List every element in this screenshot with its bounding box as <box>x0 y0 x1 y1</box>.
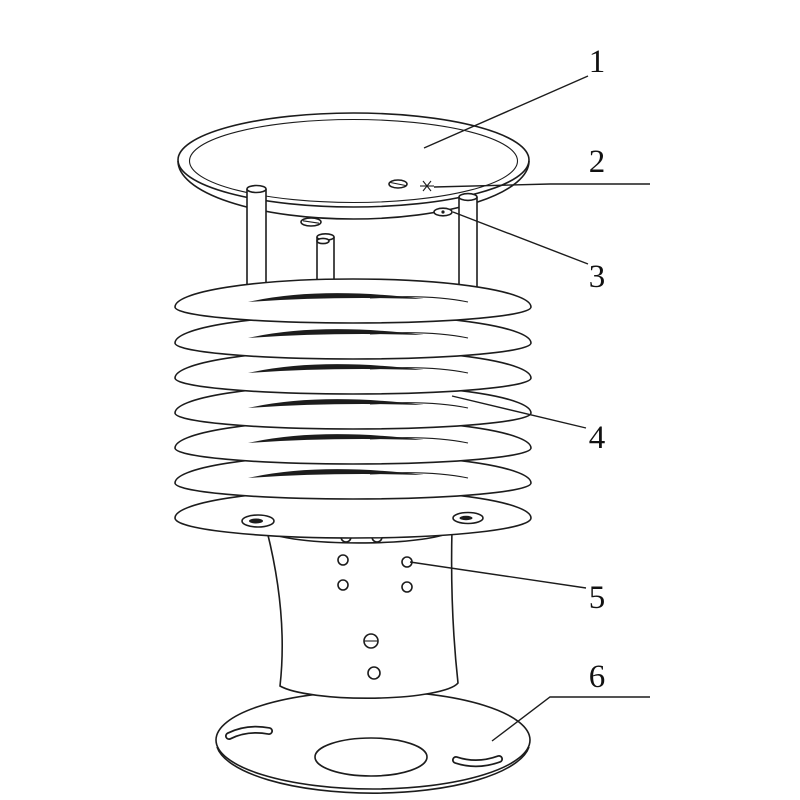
leader-4 <box>451 395 587 429</box>
callout-labels: 1 2 3 4 5 6 <box>589 44 606 695</box>
callout-2-label: 2 <box>589 144 606 180</box>
louver-gap-line <box>369 367 469 374</box>
cone-outline <box>265 528 459 699</box>
louver-gap-line <box>369 437 469 444</box>
post-body <box>459 197 477 293</box>
base-slot-right-inner <box>453 756 502 766</box>
cap-small-hole <box>316 237 330 245</box>
flange-slot-left-hole <box>249 518 263 524</box>
louver-plate <box>174 314 532 360</box>
louver-gap <box>248 434 424 443</box>
cap-sensor-mark <box>420 180 434 192</box>
callout-3-label: 3 <box>589 259 606 295</box>
cap-inner-rim <box>188 118 519 204</box>
louver-gap <box>248 329 424 338</box>
cap-top-surface <box>177 112 530 208</box>
top-cap <box>177 112 530 220</box>
vent-hole <box>401 581 413 593</box>
cap-screw-center <box>441 210 445 214</box>
base-plate <box>215 690 531 794</box>
leader-2 <box>433 183 650 188</box>
cap-fittings <box>300 179 453 245</box>
cap-screw-slot <box>302 220 320 224</box>
post-left <box>246 184 267 296</box>
louver-plate <box>174 349 532 395</box>
louver-plate <box>174 278 532 324</box>
cap-screw-slot <box>390 181 406 187</box>
post-right <box>458 192 478 293</box>
leader-1 <box>423 75 589 149</box>
leader-5 <box>409 561 587 589</box>
callout-1-label: 1 <box>589 44 606 80</box>
louver-gap-line <box>369 332 469 339</box>
louver-gap-line <box>369 296 469 303</box>
vent-hole <box>337 554 349 566</box>
louver-gap <box>248 293 424 302</box>
cone-body <box>265 528 459 699</box>
louver-plate <box>174 384 532 430</box>
post-top <box>458 192 478 202</box>
callout-5-label: 5 <box>589 580 606 616</box>
leader-3 <box>452 211 589 265</box>
callout-6-label: 6 <box>589 659 606 695</box>
louver-gap-line <box>369 472 469 479</box>
louver-gap <box>248 469 424 478</box>
louver-gap <box>248 399 424 408</box>
leader-lines <box>409 75 650 742</box>
vent-hole <box>337 579 349 591</box>
base-plate-rim <box>216 746 530 794</box>
louver-stack <box>174 278 532 539</box>
base-slot-left-inner <box>226 727 272 739</box>
base-center-hole <box>314 737 428 777</box>
flange-slot-right-hole <box>459 515 473 521</box>
cap-underside <box>177 160 530 220</box>
louver-gap-line <box>369 402 469 409</box>
post-body <box>247 189 266 296</box>
post-top <box>246 184 267 194</box>
callout-4-label: 4 <box>589 420 606 456</box>
cone-hole <box>367 666 381 680</box>
louver-gap <box>248 364 424 373</box>
leader-6 <box>491 696 650 742</box>
